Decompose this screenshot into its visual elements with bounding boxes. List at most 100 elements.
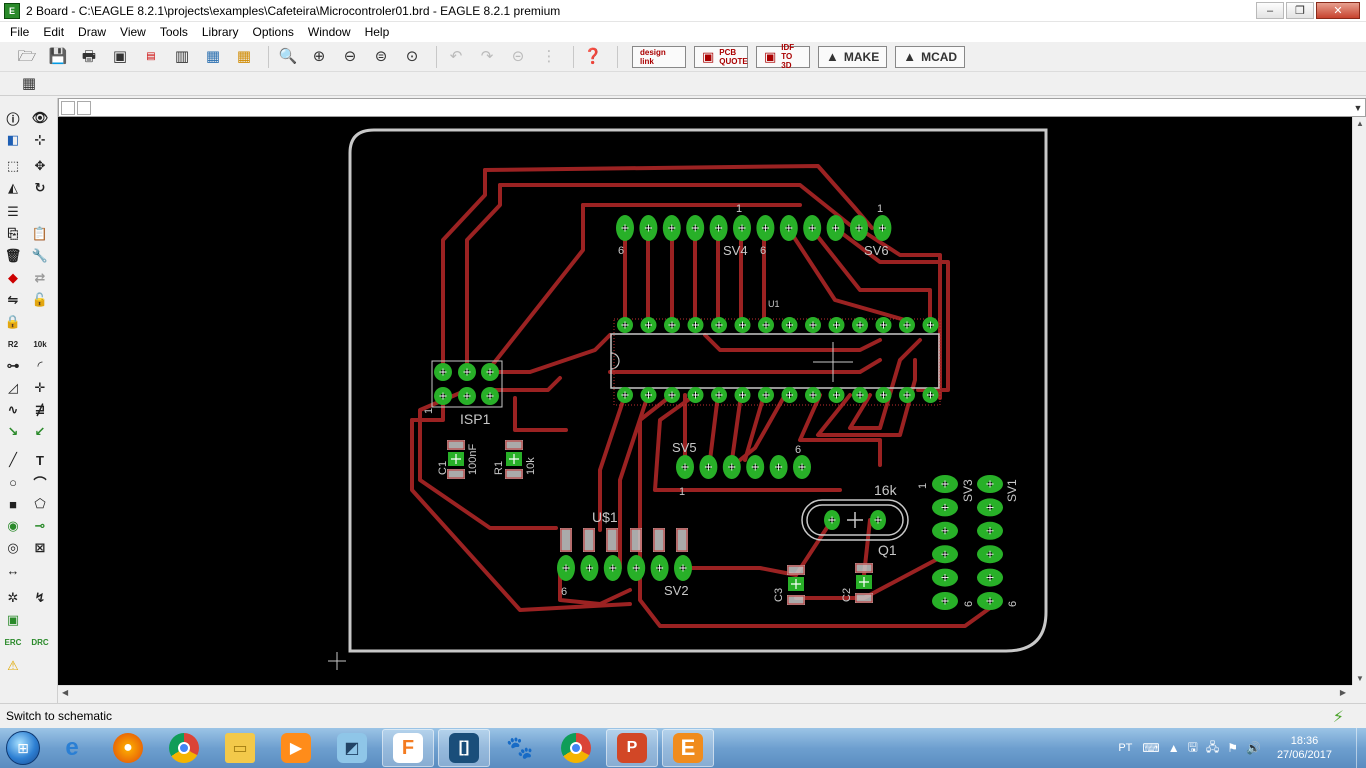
design-link-button[interactable]: design link <box>632 45 686 68</box>
clock[interactable]: 18:36 27/06/2017 <box>1277 734 1332 762</box>
taskbar-firefox[interactable]: ● <box>102 729 154 767</box>
mark-tool[interactable]: ⊹ <box>34 132 46 147</box>
zoom-fit-button[interactable]: 🔍 <box>275 45 301 69</box>
start-button[interactable]: ⊞ <box>0 728 46 768</box>
paste-tool[interactable]: 📋 <box>31 226 49 241</box>
zoom-out-button[interactable]: ⊖ <box>337 45 363 69</box>
optimize-tool[interactable]: ◿ <box>8 380 18 395</box>
close-button[interactable]: ✕ <box>1316 2 1360 19</box>
save-button[interactable]: 💾 <box>45 45 71 69</box>
lock-open-tool[interactable]: 🔓 <box>31 292 49 307</box>
scroll-left-icon[interactable]: ◀ <box>62 688 69 697</box>
menu-edit[interactable]: Edit <box>43 25 65 39</box>
rect-tool[interactable]: ■ <box>9 496 17 512</box>
zoom-in-button[interactable]: ⊕ <box>306 45 332 69</box>
route-tool[interactable]: ↘ <box>7 424 19 439</box>
autoroute-tool[interactable]: ↙ <box>34 424 46 439</box>
flag-icon[interactable]: ⚑ <box>1227 741 1238 755</box>
mirror-tool[interactable]: ◭ <box>8 180 18 195</box>
name-tool[interactable]: R2 <box>7 339 19 349</box>
volume-icon[interactable]: 🔊 <box>1245 741 1261 755</box>
info-tool[interactable]: ⓘ <box>6 111 20 127</box>
move-tool[interactable]: ✥ <box>34 158 46 173</box>
hole-tool[interactable]: ◎ <box>7 540 19 555</box>
split-tool[interactable]: ⊶ <box>6 358 20 373</box>
open-button[interactable]: 🗁 <box>14 45 40 69</box>
attribute-tool[interactable]: ⊠ <box>34 540 46 555</box>
cam-button[interactable]: ▣ <box>107 45 133 69</box>
mcad-button[interactable]: ▲MCAD <box>895 45 966 68</box>
show-hidden-icon[interactable]: ▲ <box>1167 741 1180 755</box>
make-button[interactable]: ▲MAKE <box>818 45 888 68</box>
taskbar-chrome[interactable] <box>158 729 210 767</box>
board-canvas[interactable]: U1 ISP1 SV4 SV6 SV5 SV2 U$1 Q1 16k C1 10… <box>58 117 1352 685</box>
command-history-button[interactable] <box>61 100 75 115</box>
lock-tool[interactable]: 🔒 <box>4 314 22 329</box>
keyboard-icon[interactable]: ⌨ <box>1142 741 1160 755</box>
signal-tool[interactable]: ⊸ <box>34 518 46 533</box>
zoom-select-button[interactable]: ⊜ <box>368 45 394 69</box>
layer-tool[interactable]: ◧ <box>6 132 20 147</box>
taskbar-gimp[interactable]: 🐾 <box>494 729 546 767</box>
idf-to-3d-button[interactable]: ▣IDF TO 3D <box>756 43 810 70</box>
text-tool[interactable]: T <box>36 452 44 468</box>
maximize-button[interactable]: ❐ <box>1286 2 1314 19</box>
menu-library[interactable]: Library <box>201 25 239 39</box>
taskbar-eagle[interactable]: E <box>662 729 714 767</box>
grid-button[interactable]: ▦ <box>16 72 42 96</box>
align-tool[interactable]: ☰ <box>7 204 19 219</box>
auto-tool[interactable]: ↯ <box>34 590 46 605</box>
menu-options[interactable]: Options <box>252 25 294 39</box>
go-button[interactable]: ⋮ <box>536 45 562 69</box>
taskbar-explorer[interactable]: ▭ <box>214 729 266 767</box>
smash-tool[interactable]: ✛ <box>34 380 46 395</box>
lightning-icon[interactable]: ⚡ <box>1332 709 1344 726</box>
circle-tool[interactable]: ○ <box>9 474 17 490</box>
zoom-redraw-button[interactable]: ⊙ <box>399 45 425 69</box>
scroll-right-icon[interactable]: ▶ <box>1339 688 1346 697</box>
horizontal-scrollbar[interactable]: ◀ ▶ <box>58 685 1352 699</box>
ratsnest-tool[interactable]: ✲ <box>7 590 19 605</box>
swap-tool[interactable]: ⇋ <box>7 292 19 307</box>
print-button[interactable]: 🖶 <box>76 45 102 69</box>
taskbar-powerpoint[interactable]: P <box>606 729 658 767</box>
via-tool[interactable]: ◉ <box>7 518 19 533</box>
erc-tool[interactable]: ERC <box>4 637 22 647</box>
scroll-down-icon[interactable]: ▼ <box>1356 674 1364 683</box>
board-drawing[interactable]: U1 ISP1 SV4 SV6 SV5 SV2 U$1 Q1 16k C1 10… <box>58 117 1352 685</box>
arc-tool[interactable]: ⌒ <box>33 475 47 491</box>
ulp-button[interactable]: ▦ <box>231 45 257 69</box>
show-desktop-button[interactable] <box>1356 728 1366 768</box>
group-tool[interactable]: ⬚ <box>6 158 20 173</box>
show-tool[interactable]: 👁 <box>31 110 49 125</box>
device-icon[interactable]: 🖫 <box>1187 739 1198 754</box>
command-input[interactable] <box>95 99 1351 116</box>
stop-button[interactable]: ⊝ <box>505 45 531 69</box>
menu-help[interactable]: Help <box>364 25 390 39</box>
meander-tool[interactable]: ∿ <box>7 402 19 417</box>
polygon-tool[interactable]: ⬠ <box>34 496 46 511</box>
menu-file[interactable]: File <box>10 25 30 39</box>
pcb-quote-button[interactable]: ▣PCB QUOTE <box>694 45 748 68</box>
wire-tool[interactable]: ╱ <box>9 452 17 467</box>
menu-tools[interactable]: Tools <box>159 25 188 39</box>
command-clear-button[interactable] <box>77 100 91 115</box>
undo-button[interactable]: ↶ <box>443 45 469 69</box>
ripup-tool[interactable]: ⋣ <box>34 402 46 417</box>
network-icon[interactable]: 🖧 <box>1205 739 1220 754</box>
board-tool[interactable]: ▣ <box>6 612 20 627</box>
dimension-tool[interactable]: ↔ <box>6 562 20 578</box>
taskbar-media[interactable]: ▶ <box>270 729 322 767</box>
scroll-up-icon[interactable]: ▲ <box>1356 119 1364 128</box>
taskbar-app2[interactable]: [] <box>438 729 490 767</box>
copy-tool[interactable]: ⎘ <box>7 226 19 241</box>
menu-window[interactable]: Window <box>307 25 351 39</box>
language-indicator[interactable]: PT <box>1118 742 1133 754</box>
delete-tool[interactable]: 🗑 <box>4 248 22 263</box>
command-dropdown-icon[interactable]: ▼ <box>1353 102 1363 113</box>
rotate-tool[interactable]: ↻ <box>34 180 46 195</box>
help-button[interactable]: ❓ <box>580 45 606 69</box>
wrench-tool[interactable]: 🔧 <box>31 248 49 263</box>
warning-icon[interactable]: ⚠ <box>7 658 19 673</box>
redo-button[interactable]: ↷ <box>474 45 500 69</box>
